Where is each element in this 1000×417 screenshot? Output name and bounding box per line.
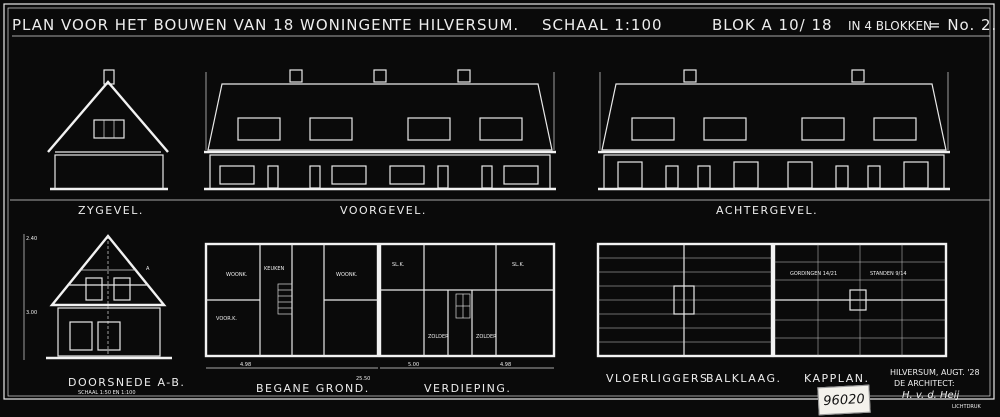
section-note-top: A bbox=[146, 266, 150, 272]
joist-plan: VLOERLIGGERS BALKLAAG. bbox=[596, 242, 781, 385]
front-elevation: VOORGEVEL. bbox=[204, 69, 556, 217]
label-roof-plan: KAPPLAN. bbox=[804, 372, 869, 385]
side-wall bbox=[54, 154, 164, 190]
title-blocks-count: IN 4 BLOKKEN bbox=[848, 19, 932, 33]
upper-dim-right: 4.98 bbox=[500, 362, 511, 368]
maker-stamp: LICHTDRUK bbox=[952, 404, 982, 410]
label-side-elevation: ZYGEVEL. bbox=[78, 204, 144, 217]
joist-stair-opening bbox=[673, 285, 695, 315]
upper-slk-label-2: SL.K. bbox=[512, 262, 525, 268]
signature-name: H. v. d. Heij bbox=[902, 390, 959, 401]
title-block: PLAN VOOR HET BOUWEN VAN 18 WONINGEN TE … bbox=[12, 16, 997, 37]
label-ground-floor: BEGANE GROND. bbox=[256, 382, 370, 395]
label-rear-elevation: ACHTERGEVEL. bbox=[716, 204, 818, 217]
title-sheet-number: = No. 2. bbox=[928, 16, 997, 34]
label-cross-section: DOORSNEDE A-B. bbox=[68, 376, 185, 389]
ground-keuken-label: KEUKEN bbox=[264, 266, 285, 272]
title-place: TE HILVERSUM. bbox=[391, 16, 519, 34]
title-main: PLAN VOOR HET BOUWEN VAN 18 WONINGEN bbox=[12, 16, 394, 34]
label-upper-floor: VERDIEPING. bbox=[424, 382, 511, 395]
rear-roof bbox=[601, 83, 947, 151]
archive-number: 96020 bbox=[822, 391, 866, 409]
side-gable-roof bbox=[47, 80, 169, 153]
signature-block: HILVERSUM, AUGT. '28 DE ARCHITECT: H. v.… bbox=[890, 368, 982, 410]
upper-slk-label: SL.K. bbox=[392, 262, 405, 268]
archive-number-sticker: 96020 bbox=[817, 384, 871, 416]
ground-floor-plan: WOONK. KEUKEN VOOR.K. WOONK. 4.98 25.50 … bbox=[204, 242, 380, 395]
upper-outer-wall bbox=[378, 242, 556, 358]
front-dormer-3 bbox=[407, 117, 451, 141]
title-scale: SCHAAL 1:100 bbox=[542, 16, 663, 34]
upper-dim-mid: 5.00 bbox=[408, 362, 419, 368]
ground-voork-label: VOOR.K. bbox=[216, 316, 237, 322]
sheet-border bbox=[3, 3, 995, 400]
label-joists: VLOERLIGGERS bbox=[606, 372, 709, 385]
label-beams: BALKLAAG. bbox=[706, 372, 781, 385]
front-dormer-1 bbox=[237, 117, 281, 141]
section-ground-floor bbox=[57, 307, 161, 357]
front-dormer-2 bbox=[309, 117, 353, 141]
side-attic-window bbox=[93, 119, 125, 139]
label-section-scale: SCHAAL 1:50 EN 1:100 bbox=[78, 390, 136, 396]
rear-elevation: ACHTERGEVEL. bbox=[598, 69, 950, 217]
section-height-a: 2.40 bbox=[26, 236, 37, 242]
roof-gording-label: GORDINGEN 14/21 bbox=[790, 271, 837, 277]
front-wall bbox=[209, 154, 551, 190]
ground-woonk-label-2: WOONK. bbox=[336, 272, 358, 278]
rear-wall bbox=[603, 154, 945, 190]
ground-stair bbox=[277, 283, 293, 315]
front-roof bbox=[207, 83, 553, 151]
roof-standen-label: STANDEN 9/14 bbox=[870, 271, 907, 277]
cross-section: 2.40 3.00 A DOORSNEDE A-B. SCHAAL 1:50 E… bbox=[23, 234, 185, 396]
signature-role: DE ARCHITECT: bbox=[894, 379, 955, 388]
section-roof-outline bbox=[49, 234, 167, 307]
ground-dim-total: 25.50 bbox=[356, 376, 370, 382]
upper-floor-plan: SL.K. SL.K. ZOLDER ZOLDER 5.00 4.98 VERD… bbox=[378, 242, 556, 395]
sheet-inner-border bbox=[7, 7, 991, 397]
roof-chimney-opening bbox=[849, 289, 867, 311]
upper-zolder-label: ZOLDER bbox=[428, 334, 449, 340]
ground-dim-left: 4.98 bbox=[240, 362, 251, 368]
side-elevation: ZYGEVEL. bbox=[47, 69, 169, 217]
signature-place-date: HILVERSUM, AUGT. '28 bbox=[890, 368, 980, 377]
ground-woonk-label: WOONK. bbox=[226, 272, 248, 278]
roof-plan: GORDINGEN 14/21 STANDEN 9/14 KAPPLAN. bbox=[772, 242, 948, 385]
title-block-id: BLOK A 10/ 18 bbox=[712, 16, 833, 34]
front-dormer-4 bbox=[479, 117, 523, 141]
section-height-b: 3.00 bbox=[26, 310, 37, 316]
upper-zolder-label-2: ZOLDER bbox=[476, 334, 497, 340]
label-front-elevation: VOORGEVEL. bbox=[340, 204, 427, 217]
